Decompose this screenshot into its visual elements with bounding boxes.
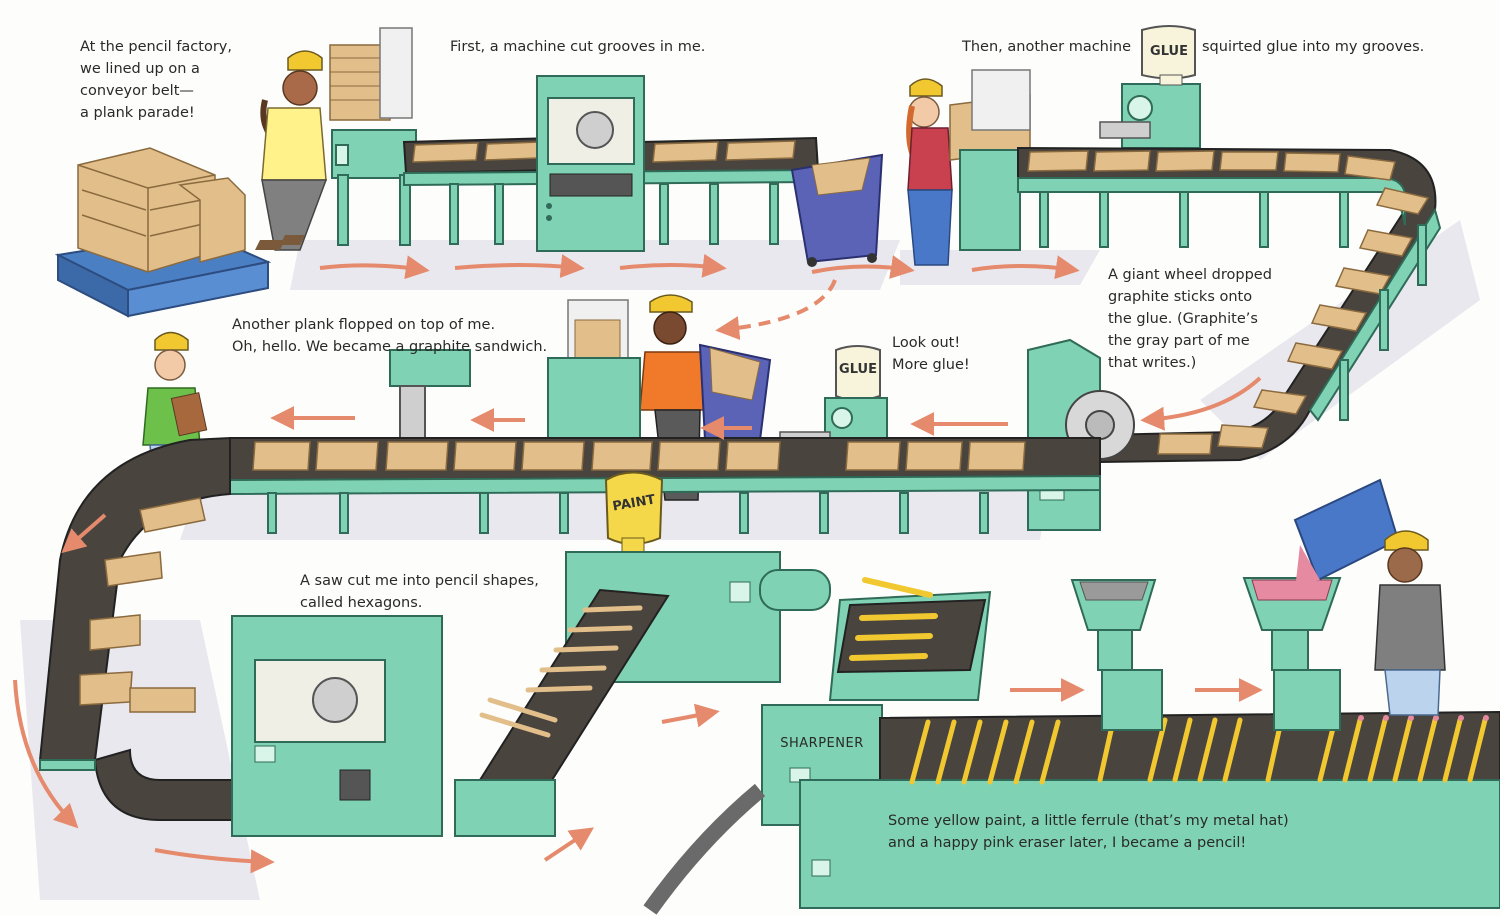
left-curved-conveyor <box>38 436 251 821</box>
flow-arrows <box>13 253 1263 874</box>
caption-look-out: Look out! More glue! <box>892 335 970 373</box>
sharpener-label: SHARPENER <box>780 736 864 751</box>
plank-top-machine <box>389 349 641 442</box>
ferrule-hopper <box>1070 579 1163 731</box>
caption-sandwich: Another plank flopped on top of me. Oh, … <box>232 317 548 355</box>
final-pencil-conveyor <box>799 687 1500 909</box>
paint-feed-conveyor <box>454 588 670 837</box>
glue-machine-top <box>959 25 1201 251</box>
worker-pouring-erasers <box>1293 478 1446 716</box>
worker-loading-planks <box>906 69 1031 266</box>
caption-grooves: First, a machine cut grooves in me. <box>450 39 706 55</box>
plank-feeder-machine <box>331 129 417 246</box>
scrap-bin <box>790 153 884 267</box>
curved-conveyor <box>1017 146 1442 464</box>
caption-graphite: A giant wheel dropped graphite sticks on… <box>1108 267 1272 371</box>
middle-conveyor <box>229 437 1101 534</box>
plank-pallet <box>54 147 272 318</box>
pencil-conveyor <box>828 577 992 701</box>
caption-glue-right: squirted glue into my grooves. <box>1202 39 1425 55</box>
hexagon-saw-machine <box>231 615 443 837</box>
caption-glue-left: Then, another machine <box>962 39 1132 55</box>
caption-plank-parade: At the pencil factory, we lined up on a … <box>80 39 232 121</box>
glue-label-mid: GLUE <box>839 362 877 377</box>
eraser-hopper <box>1242 577 1342 731</box>
caption-final: Some yellow paint, a little ferrule (tha… <box>888 813 1289 851</box>
groove-cutting-machine <box>536 75 645 252</box>
glue-machine-mid <box>779 345 888 449</box>
glue-label-top: GLUE <box>1150 44 1188 59</box>
worker-stacking-planks <box>255 27 413 251</box>
caption-hexagons: A saw cut me into pencil shapes, called … <box>300 573 539 611</box>
